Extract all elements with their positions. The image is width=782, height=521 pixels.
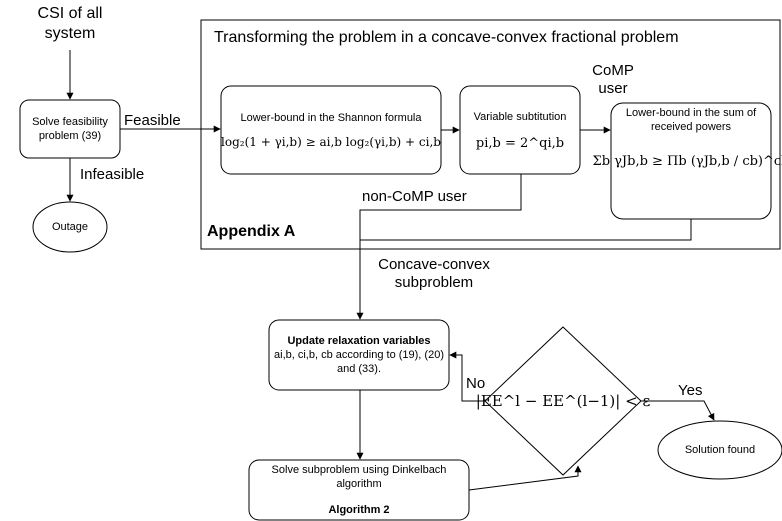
update-box xyxy=(268,319,450,391)
arrow-yes-to-solution xyxy=(641,400,715,421)
no-label: No xyxy=(466,375,486,392)
feasible-label: Feasible xyxy=(124,112,181,129)
convergence-diamond xyxy=(484,326,642,476)
solution-text: Solution found xyxy=(684,444,756,456)
dinkelbach-text: Solve subproblem using Dinkelbach algori… xyxy=(271,464,447,490)
dinkelbach-content: Solve subproblem using Dinkelbach algori… xyxy=(251,461,467,519)
update-text: ai,b, ci,b, cb according to (19), (20) a… xyxy=(274,349,444,375)
feasibility-text: Solve feasibility problem (39) xyxy=(32,116,108,142)
arrow-dinkelbach-to-decision xyxy=(468,465,582,491)
appendix-container xyxy=(200,19,781,250)
powers-formula: Σb γJb,b ≥ Πb (γJb,b / cb)^cb xyxy=(592,154,782,169)
noncomp-user-label: non-CoMP user xyxy=(362,188,467,205)
connector-noncomp xyxy=(359,174,522,245)
transform-title: Transforming the problem in a concave-co… xyxy=(214,29,679,46)
yes-label: Yes xyxy=(678,382,703,399)
variable-formula: pi,b = 2^qi,b xyxy=(475,135,565,151)
shannon-content: Lower-bound in the Shannon formula log₂(… xyxy=(221,86,441,174)
appendix-label: Appendix A xyxy=(207,223,296,240)
powers-title: Lower-bound in the sum of received power… xyxy=(625,107,757,133)
shannon-formula: log₂(1 + γi,b) ≥ ai,b log₂(γi,b) + ci,b xyxy=(221,135,441,149)
update-content: Update relaxation variables ai,b, ci,b, … xyxy=(273,322,445,388)
csi-label: CSI of all system xyxy=(37,5,103,42)
concave-label: Concave-convex subproblem xyxy=(378,256,490,291)
outage-ellipse xyxy=(32,201,108,253)
powers-content: Lower-bound in the sum of received power… xyxy=(593,106,782,216)
arrow-no-to-update xyxy=(449,351,485,402)
variable-content: Variable subtitution pi,b = 2^qi,b xyxy=(460,86,580,174)
variable-title: Variable subtitution xyxy=(473,110,567,123)
decision-content: |EE^l − EE^(l−1)| < ε xyxy=(476,385,650,417)
decision-formula: |EE^l − EE^(l−1)| < ε xyxy=(475,392,651,410)
connector-comp xyxy=(356,219,692,320)
comp-user-label: CoMP user xyxy=(592,62,634,97)
solution-ellipse xyxy=(657,420,782,480)
dinkelbach-algorithm: Algorithm 2 xyxy=(328,504,390,516)
infeasible-label: Infeasible xyxy=(80,166,145,183)
update-title: Update relaxation variables xyxy=(287,335,431,347)
shannon-title: Lower-bound in the Shannon formula xyxy=(240,112,422,124)
outage-text: Outage xyxy=(51,221,89,233)
